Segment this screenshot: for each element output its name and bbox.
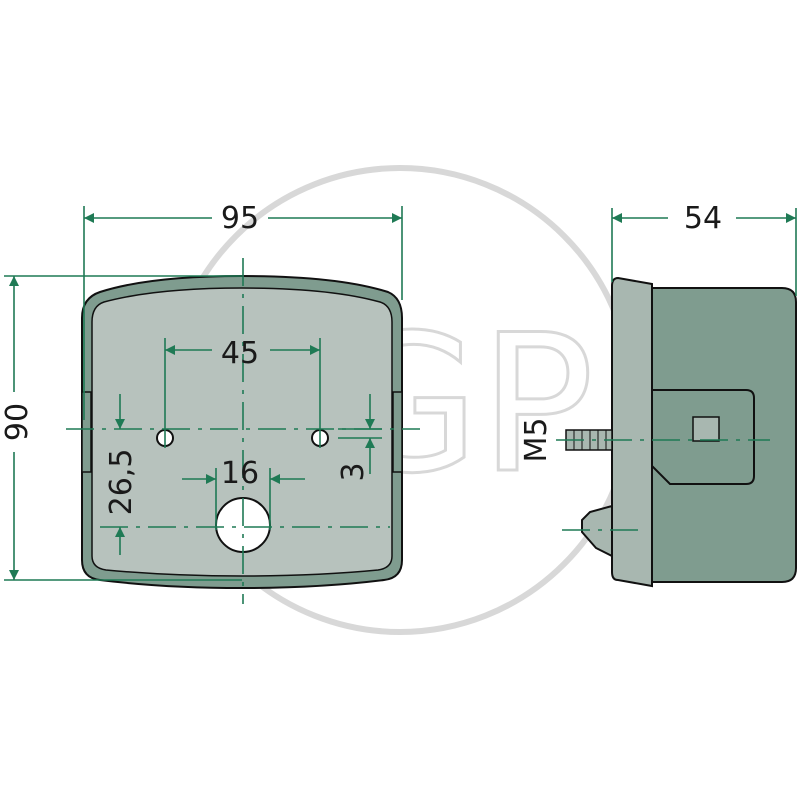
center-hole-label: 16 — [221, 456, 259, 491]
side-view: M5 54 — [519, 201, 797, 588]
height-label: 90 — [0, 403, 35, 441]
thread-label: M5 — [519, 418, 554, 463]
bracket-slot — [692, 416, 720, 442]
hole-offset-label: 3 — [336, 462, 371, 481]
center-hole-height-label: 26,5 — [104, 449, 139, 516]
width-label: 95 — [221, 201, 259, 236]
right-mount-tab — [392, 391, 403, 473]
front-view: 95 90 45 16 3 26,5 — [0, 201, 420, 604]
depth-label: 54 — [684, 201, 722, 236]
hole-spacing-label: 45 — [221, 336, 259, 371]
left-mount-tab — [81, 391, 92, 473]
cable-gland — [581, 504, 613, 558]
front-lens — [91, 287, 393, 577]
side-front-flange — [611, 276, 653, 588]
